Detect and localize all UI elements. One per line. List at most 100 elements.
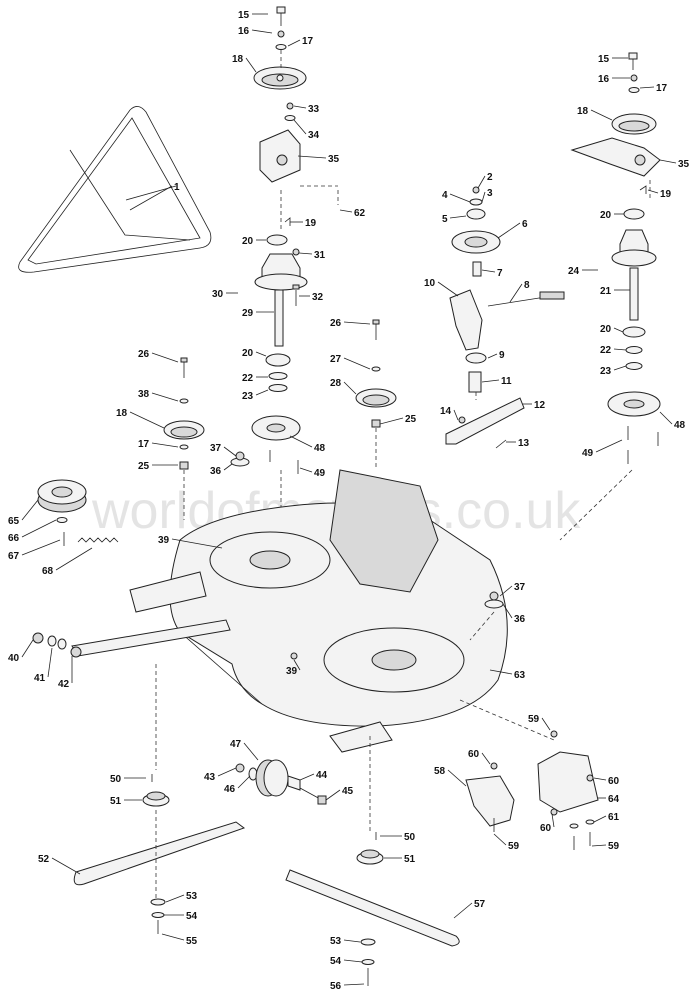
callout-c61: 61: [593, 812, 620, 823]
callout-number: 62: [354, 208, 366, 219]
leader-line: [151, 352, 179, 363]
callout-number: 43: [204, 772, 216, 783]
leader-line: [343, 939, 361, 943]
callout-c10: 10: [424, 278, 459, 297]
callout-number: 28: [330, 378, 342, 389]
leader-line: [217, 767, 237, 777]
leader-line: [659, 159, 677, 164]
callout-number: 19: [305, 218, 317, 229]
callout-c58: 58: [434, 766, 467, 787]
leader-line: [151, 442, 179, 448]
callout-c60c: 60: [540, 813, 555, 834]
callout-c18a: 18: [232, 54, 257, 73]
callout-c25b: 25: [379, 414, 417, 425]
callout-c52: 52: [38, 854, 81, 875]
callout-number: 48: [674, 420, 686, 431]
callout-number: 4: [442, 190, 448, 201]
callout-number: 15: [598, 54, 610, 65]
callout-number: 58: [434, 766, 446, 777]
callout-number: 9: [499, 350, 505, 361]
leader-line: [293, 105, 307, 109]
callout-c44: 44: [299, 770, 328, 781]
callout-number: 14: [440, 406, 452, 417]
leader-line: [129, 185, 173, 211]
callout-number: 17: [138, 439, 150, 450]
callout-number: 8: [524, 280, 530, 291]
callout-number: 16: [238, 26, 250, 37]
leader-line: [293, 659, 301, 671]
callout-c8: 8: [509, 280, 530, 303]
leader-line: [343, 959, 363, 963]
callout-c51b: 51: [384, 854, 416, 865]
callout-number: 59: [608, 841, 620, 852]
leader-line: [499, 585, 513, 597]
callout-number: 20: [242, 348, 254, 359]
callout-c57: 57: [453, 899, 486, 919]
callout-c19b: 19: [647, 189, 672, 200]
callout-c15a: 15: [238, 10, 268, 21]
callout-c18c: 18: [577, 106, 613, 121]
callout-number: 22: [242, 373, 254, 384]
callout-number: 65: [8, 516, 20, 527]
leader-line: [223, 463, 233, 471]
callout-number: 1: [174, 182, 180, 193]
callout-c54b: 54: [330, 956, 363, 967]
callout-c47: 47: [230, 739, 259, 761]
callout-number: 29: [242, 308, 254, 319]
callout-c48a: 48: [289, 435, 326, 454]
callout-number: 32: [312, 292, 324, 303]
callout-number: 68: [42, 566, 54, 577]
callout-number: 33: [308, 104, 320, 115]
callout-c50a: 50: [110, 774, 146, 785]
leader-line: [245, 57, 257, 73]
leader-line: [481, 191, 486, 203]
leader-line: [151, 392, 179, 402]
leader-line: [489, 669, 513, 675]
callout-number: 59: [528, 714, 540, 725]
callout-number: 52: [38, 854, 50, 865]
left-blade-stack: [73, 664, 246, 934]
callout-number: 7: [497, 268, 503, 279]
leader-line: [51, 857, 81, 875]
callout-c15b: 15: [598, 54, 628, 65]
callout-c32: 32: [299, 292, 324, 303]
callout-number: 41: [34, 673, 46, 684]
callout-c64: 64: [598, 794, 620, 805]
callout-number: 60: [608, 776, 620, 787]
callout-number: 17: [302, 36, 314, 47]
callout-number: 61: [608, 812, 620, 823]
callout-c56: 56: [330, 981, 365, 992]
callout-c41: 41: [34, 647, 53, 684]
leader-line: [481, 379, 500, 383]
callout-c48b: 48: [659, 411, 686, 431]
leader-line: [647, 189, 659, 194]
leader-line: [129, 411, 165, 429]
center-idler-pulley-stack: [355, 319, 397, 470]
leader-line: [613, 365, 627, 371]
callout-c2: 2: [477, 172, 493, 189]
callout-number: 23: [600, 366, 612, 377]
leader-line: [255, 389, 269, 396]
callout-c12: 12: [522, 400, 546, 411]
callout-c42: 42: [58, 656, 73, 690]
callout-number: 39: [158, 535, 170, 546]
leader-line: [237, 775, 251, 789]
leader-line: [343, 983, 365, 986]
callout-number: 16: [598, 74, 610, 85]
leader-line: [21, 639, 34, 658]
callout-number: 26: [138, 349, 150, 360]
callout-number: 15: [238, 10, 250, 21]
leader-line: [551, 813, 555, 828]
callout-c49b: 49: [582, 439, 623, 459]
left-idler-pulley-stack: [163, 357, 205, 520]
callout-number: 36: [514, 614, 526, 625]
leader-line: [298, 252, 313, 255]
leader-line: [243, 742, 259, 761]
callout-c40: 40: [8, 639, 34, 664]
deck-roller-wheel: [235, 759, 327, 805]
callout-number: 37: [514, 582, 526, 593]
leader-line: [161, 933, 185, 941]
left-spindle-stack: [251, 6, 339, 540]
